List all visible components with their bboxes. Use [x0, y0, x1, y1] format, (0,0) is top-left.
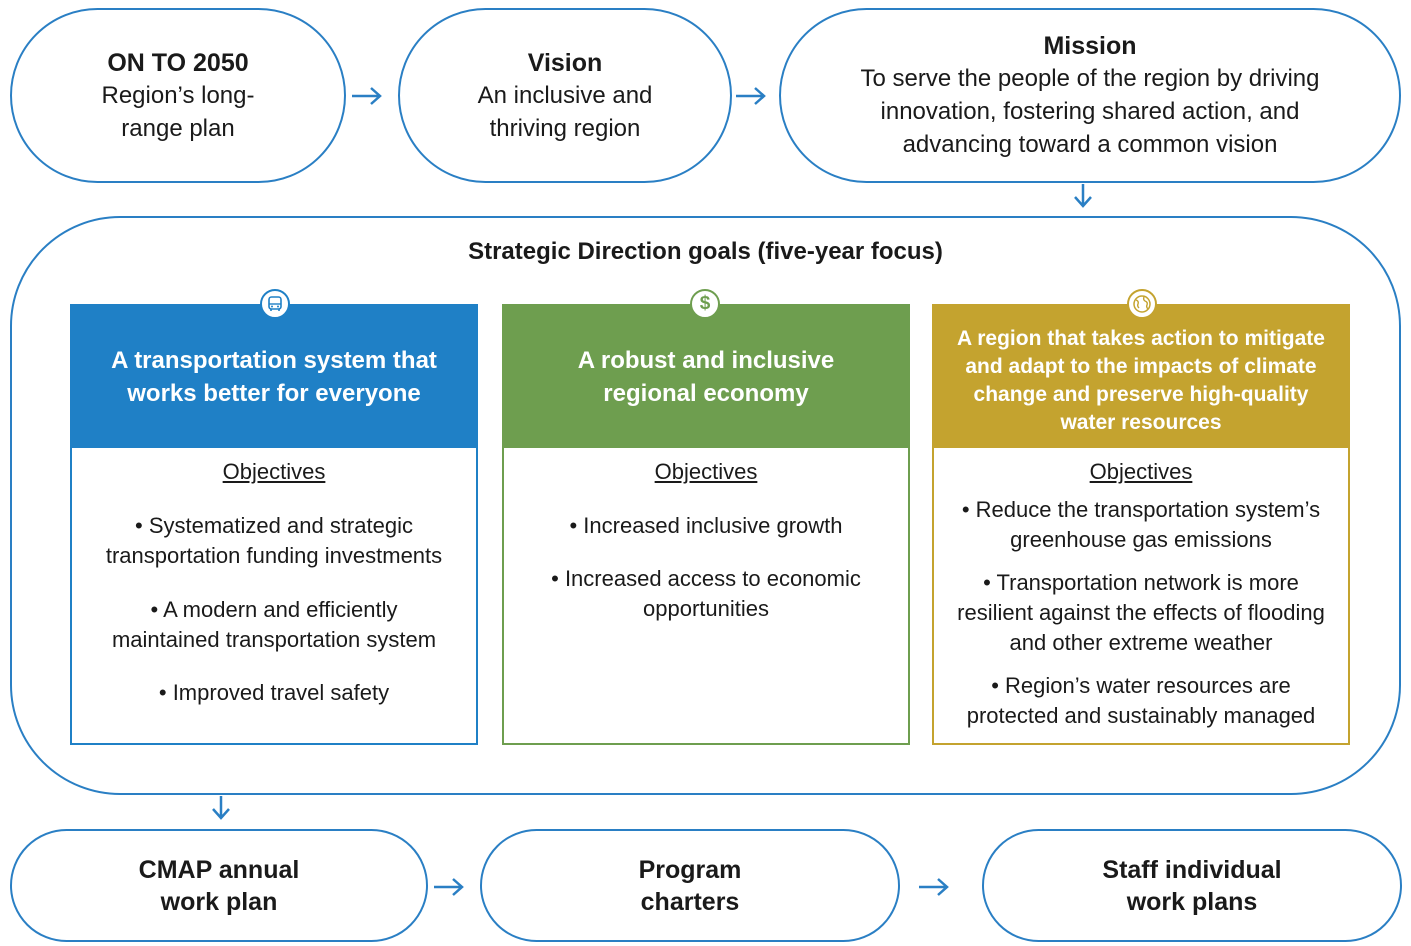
node-text: An inclusive and	[477, 81, 653, 109]
node-title: CMAP annual	[138, 855, 300, 884]
objectives-label: Objectives	[1089, 459, 1193, 484]
node-title: work plan	[160, 887, 278, 916]
arrow-down-icon	[212, 796, 230, 820]
cmap-annual-work-plan-node: CMAP annual work plan	[10, 829, 428, 942]
objective-item: • Improved travel safety	[158, 680, 390, 705]
bus-icon	[260, 289, 290, 319]
mission-node: Mission To serve the people of the regio…	[779, 8, 1401, 183]
goal-heading-line: and adapt to the impacts of climate	[965, 355, 1317, 378]
objective-item: • A modern and efficiently maintained tr…	[111, 597, 437, 652]
node-text: advancing toward a common vision	[902, 131, 1278, 158]
node-title: Program	[638, 855, 742, 884]
strategic-direction-title: Strategic Direction goals (five-year foc…	[468, 238, 943, 265]
objective-item: • Increased access to economic opportuni…	[551, 566, 861, 621]
goal-climate-card: A region that takes action to mitigate a…	[932, 304, 1350, 745]
objectives-list: • Reduce the transportation system’s gre…	[934, 495, 1348, 731]
node-text: range plan	[121, 114, 235, 142]
objective-item: • Systematized and strategic transportat…	[105, 513, 443, 568]
goal-header: A robust and inclusive regional economy	[504, 306, 908, 448]
objectives-label: Objectives	[654, 459, 758, 484]
node-title: Vision	[527, 48, 603, 77]
arrow-down-icon	[1074, 184, 1092, 208]
globe-icon	[1127, 289, 1157, 319]
arrow-right-icon	[919, 878, 949, 896]
node-text: To serve the people of the region by dri…	[860, 65, 1320, 92]
program-charters-node: Program charters	[480, 829, 900, 942]
goal-heading-line: A transportation system that	[111, 347, 437, 374]
node-text: Region’s long-	[101, 81, 255, 109]
goal-heading-line: A region that takes action to mitigate	[957, 327, 1325, 350]
goal-economy-card: A robust and inclusive regional economy …	[502, 304, 910, 745]
goal-heading-line: works better for everyone	[127, 380, 421, 407]
objectives-list: • Systematized and strategic transportat…	[72, 511, 476, 708]
goal-header: A transportation system that works bette…	[72, 306, 476, 448]
dollar-icon: $	[690, 289, 720, 319]
objective-item: • Transportation network is more resilie…	[957, 570, 1325, 655]
node-title: ON TO 2050	[107, 48, 249, 77]
arrow-right-icon	[434, 878, 464, 896]
objective-item: • Increased inclusive growth	[569, 513, 843, 538]
node-text: thriving region	[489, 114, 641, 142]
goal-heading-line: regional economy	[603, 380, 809, 407]
node-title: Mission	[1043, 32, 1137, 60]
goal-heading-line: change and preserve high-quality	[973, 383, 1309, 406]
objective-item: • Region’s water resources are protected…	[966, 673, 1316, 728]
on-to-2050-node: ON TO 2050 Region’s long- range plan	[10, 8, 346, 183]
vision-node: Vision An inclusive and thriving region	[398, 8, 732, 183]
objectives-list: • Increased inclusive growth • Increased…	[504, 511, 908, 624]
node-text: innovation, fostering shared action, and	[880, 98, 1300, 125]
goal-transportation-card: A transportation system that works bette…	[70, 304, 478, 745]
objectives-label: Objectives	[222, 459, 326, 484]
arrow-right-icon	[352, 87, 382, 105]
goal-heading-line: water resources	[1060, 411, 1222, 434]
staff-individual-work-plans-node: Staff individual work plans	[982, 829, 1402, 942]
goal-header: A region that takes action to mitigate a…	[934, 306, 1348, 448]
node-title: charters	[640, 887, 740, 916]
goal-heading-line: A robust and inclusive	[577, 347, 835, 374]
node-title: Staff individual	[1102, 855, 1282, 884]
objective-item: • Reduce the transportation system’s gre…	[961, 497, 1321, 552]
node-title: work plans	[1126, 887, 1258, 916]
arrow-right-icon	[736, 87, 766, 105]
